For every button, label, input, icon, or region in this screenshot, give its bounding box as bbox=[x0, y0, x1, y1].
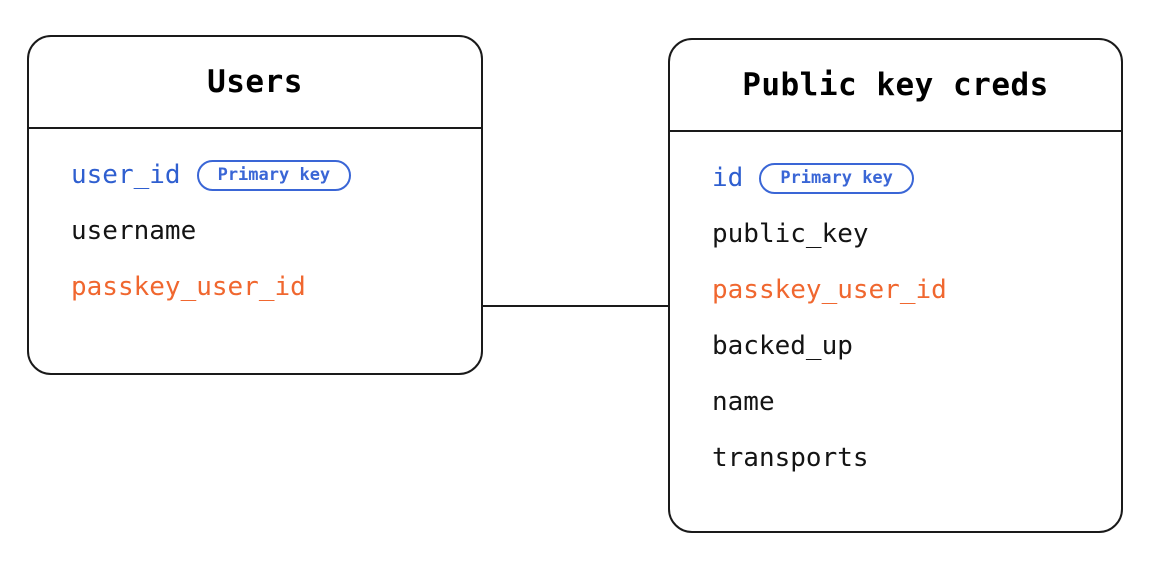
entity-public-key-creds-header: Public key creds bbox=[670, 40, 1121, 132]
field-name: user_id bbox=[71, 160, 181, 190]
field-row[interactable]: transports bbox=[670, 430, 1121, 486]
field-name: name bbox=[712, 387, 775, 417]
field-row[interactable]: public_key bbox=[670, 206, 1121, 262]
primary-key-badge: Primary key bbox=[759, 162, 914, 194]
field-name: passkey_user_id bbox=[71, 272, 306, 302]
entity-users[interactable]: Users user_id Primary key username passkey_… bbox=[27, 35, 483, 375]
field-name: passkey_user_id bbox=[712, 275, 947, 305]
field-name: id bbox=[712, 163, 744, 193]
entity-users-header: Users bbox=[29, 37, 481, 129]
entity-public-key-creds-title: Public key creds bbox=[742, 67, 1049, 103]
field-row[interactable]: backed_up bbox=[670, 318, 1121, 374]
field-row[interactable]: user_id Primary key bbox=[29, 147, 481, 203]
relationship-connector-line bbox=[483, 305, 670, 308]
primary-key-badge-label: Primary key bbox=[780, 168, 893, 188]
primary-key-badge-label: Primary key bbox=[217, 165, 331, 185]
field-row[interactable]: passkey_user_id bbox=[670, 262, 1121, 318]
field-row[interactable]: name bbox=[670, 374, 1121, 430]
field-list-spacer bbox=[670, 132, 1121, 150]
primary-key-badge: Primary key bbox=[196, 159, 352, 191]
entity-users-title: Users bbox=[207, 64, 303, 100]
entity-public-key-creds[interactable]: Public key creds id Primary key public_key… bbox=[668, 38, 1123, 533]
field-name: username bbox=[71, 216, 197, 246]
field-name: public_key bbox=[712, 219, 869, 249]
field-name: transports bbox=[712, 443, 869, 473]
field-row[interactable]: id Primary key bbox=[670, 150, 1121, 206]
entity-users-field-list: user_id Primary key username passkey_user_i… bbox=[29, 129, 481, 315]
field-row[interactable]: username bbox=[29, 203, 481, 259]
field-name: backed_up bbox=[712, 331, 853, 361]
field-row[interactable]: passkey_user_id bbox=[29, 259, 481, 315]
field-list-spacer bbox=[29, 129, 481, 147]
